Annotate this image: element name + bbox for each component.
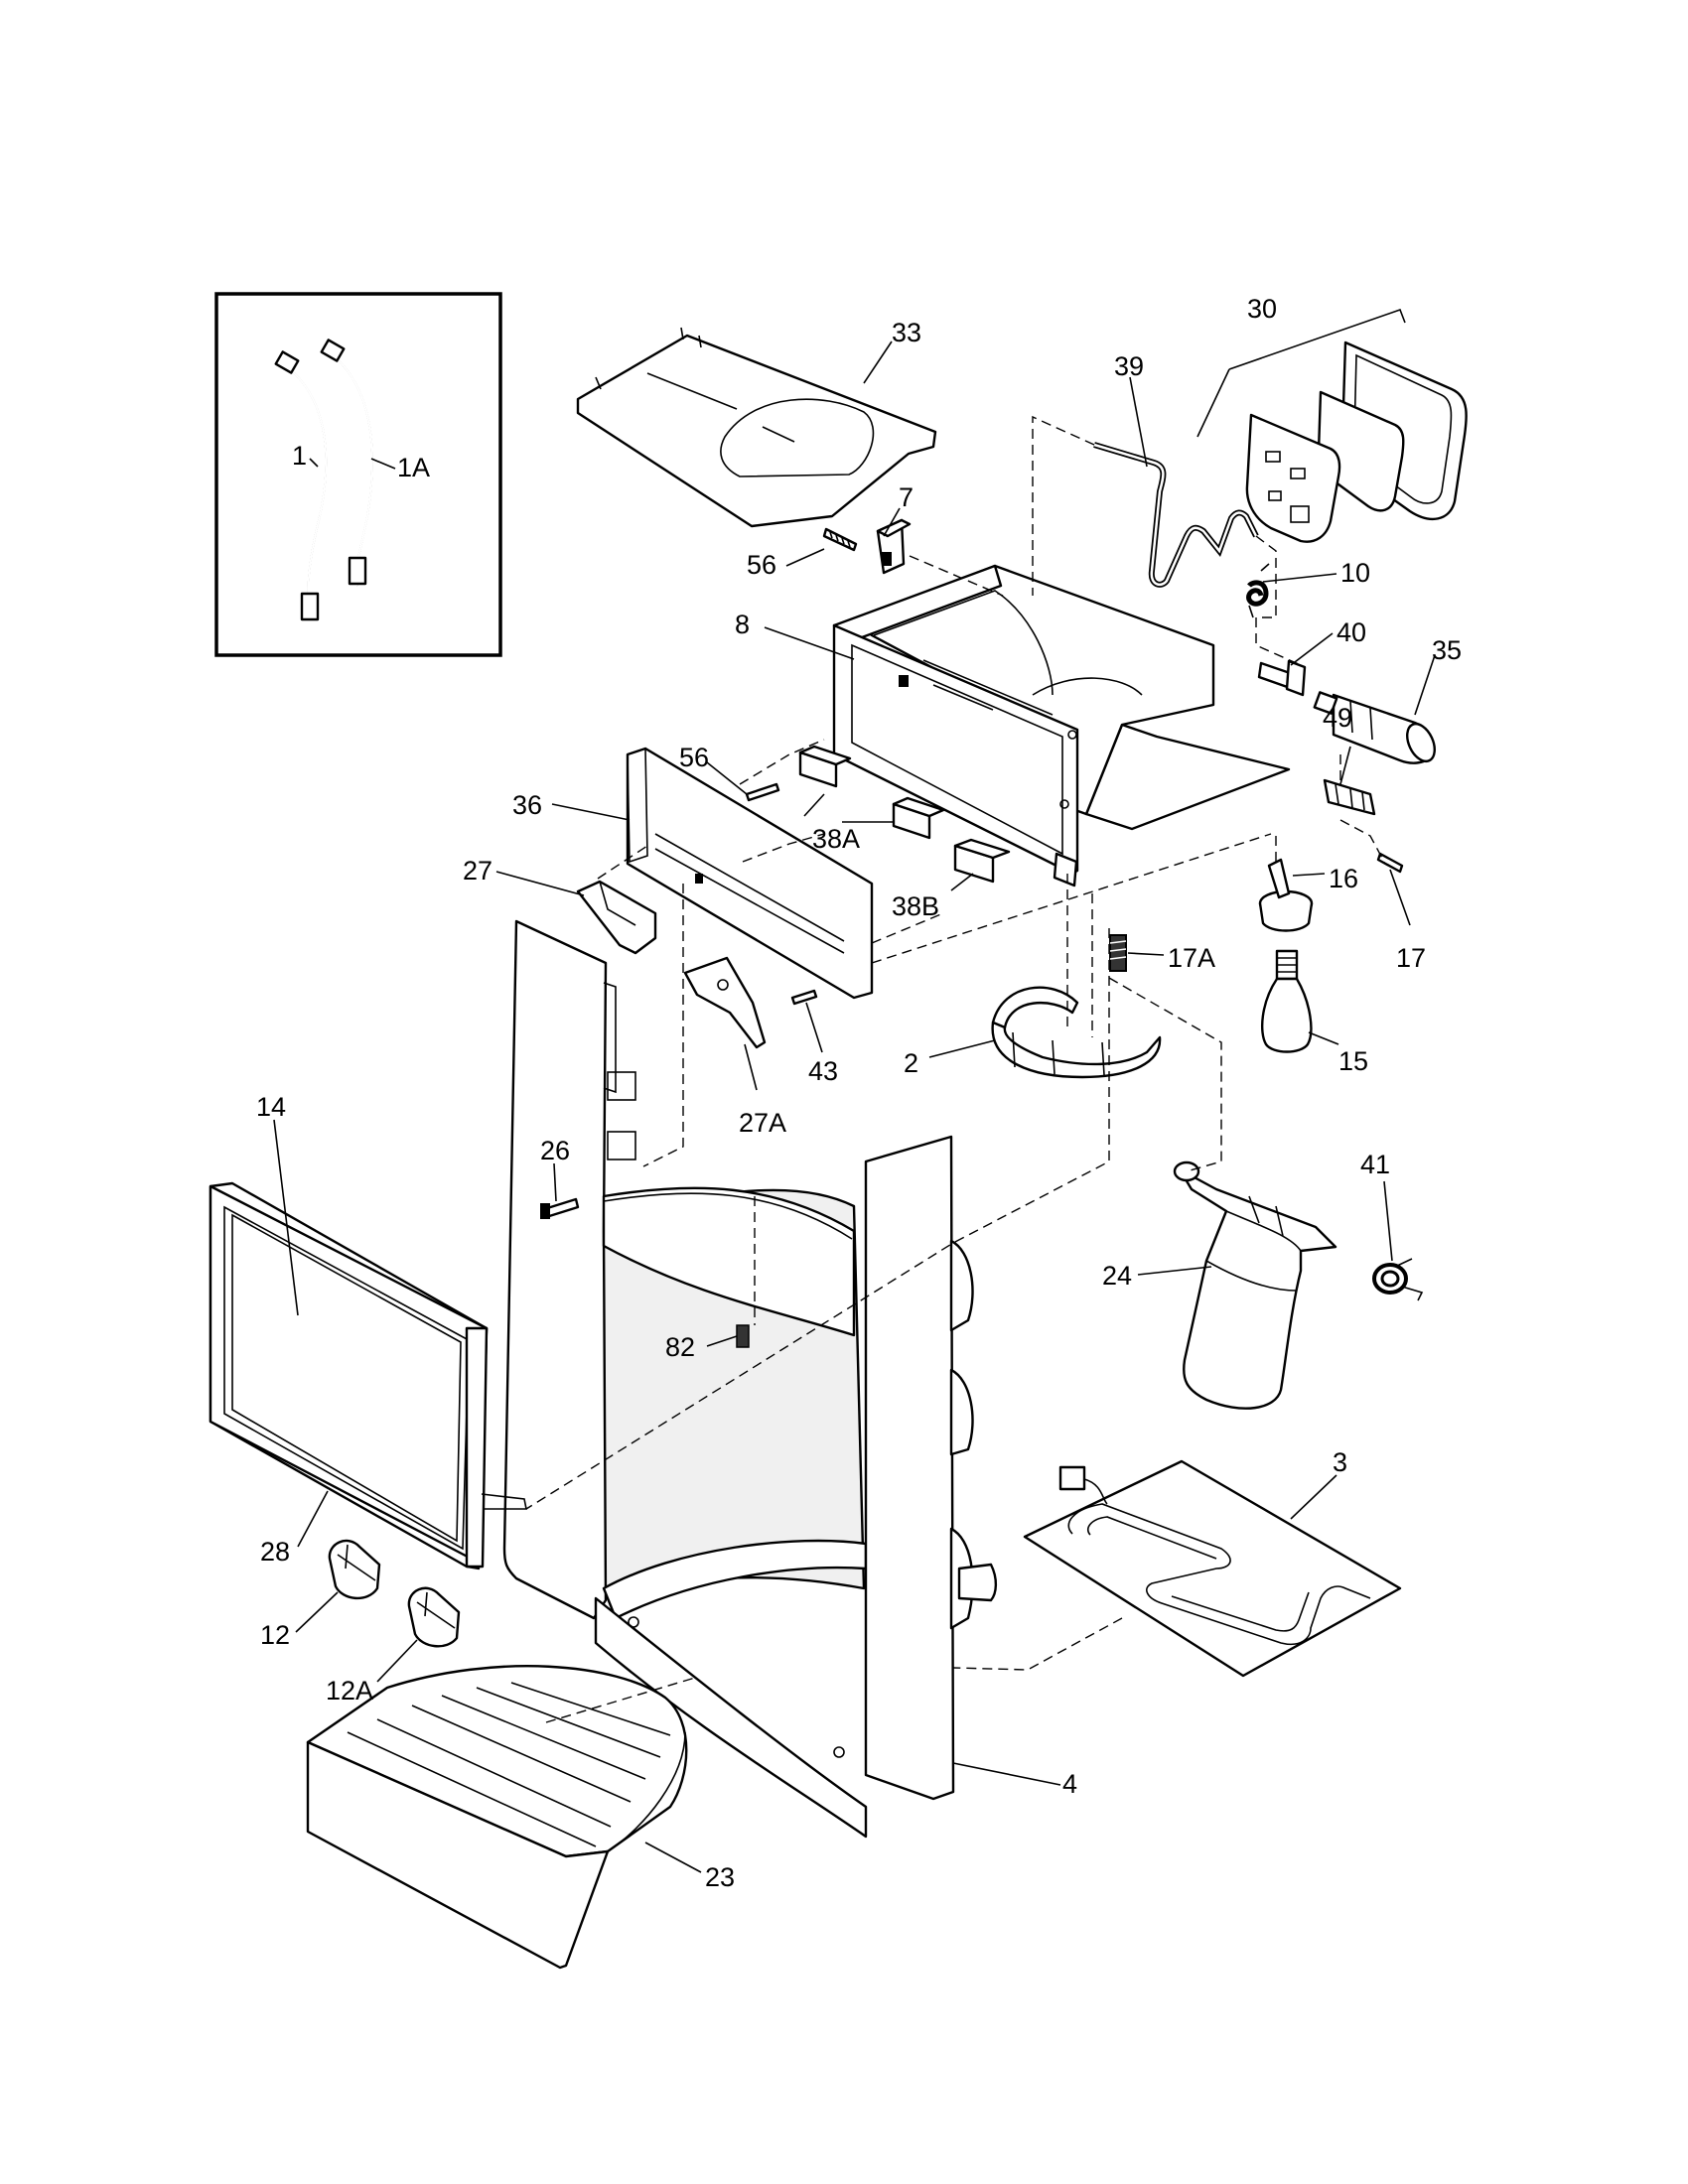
screw-56-top[interactable] <box>822 527 858 552</box>
switch-38a-1[interactable] <box>798 745 852 788</box>
screw-17[interactable] <box>1376 852 1404 874</box>
callout-27a: 27A <box>739 1108 786 1138</box>
water-tube-1a[interactable] <box>320 339 373 587</box>
callout-2: 2 <box>904 1048 918 1078</box>
callout-33: 33 <box>892 318 921 347</box>
spring-10[interactable] <box>1246 563 1270 618</box>
leader-lines <box>273 341 1436 1873</box>
door-frame-28[interactable] <box>209 1181 527 1570</box>
callout-41: 41 <box>1360 1150 1390 1179</box>
callout-12a: 12A <box>326 1676 373 1706</box>
screw-26[interactable] <box>540 1197 580 1219</box>
callout-17a: 17A <box>1168 943 1215 973</box>
door-panel-14[interactable] <box>231 1213 462 1543</box>
callout-17: 17 <box>1396 943 1426 973</box>
callout-12: 12 <box>260 1620 290 1650</box>
top-plate-33[interactable] <box>576 327 937 528</box>
lamp-socket-16[interactable] <box>1258 858 1314 932</box>
callout-15: 15 <box>1338 1046 1368 1076</box>
callout-28: 28 <box>260 1537 290 1567</box>
frame-4[interactable] <box>502 919 998 1839</box>
panel-36[interactable] <box>626 747 874 1000</box>
screw-56-mid[interactable] <box>745 782 780 802</box>
water-tube-1[interactable] <box>274 350 328 621</box>
callout-30: 30 <box>1247 294 1277 324</box>
callout-23: 23 <box>705 1862 735 1892</box>
chute-ring-2[interactable] <box>991 986 1162 1079</box>
housing-8[interactable] <box>832 564 1291 887</box>
alignment-lines <box>525 415 1386 1723</box>
callout-27: 27 <box>463 856 492 886</box>
callout-56: 56 <box>747 550 776 580</box>
callout-4: 4 <box>1062 1769 1077 1799</box>
screw-43[interactable] <box>790 989 818 1006</box>
spring-41[interactable] <box>1372 1258 1424 1301</box>
damper-assembly-30[interactable] <box>1196 308 1468 543</box>
callout-3: 3 <box>1333 1447 1347 1477</box>
callout-82: 82 <box>665 1332 695 1362</box>
callout-24: 24 <box>1102 1261 1132 1291</box>
callout-49: 49 <box>1323 703 1352 733</box>
screw-82[interactable] <box>736 1324 750 1348</box>
callout-10: 10 <box>1340 558 1370 588</box>
callout-43: 43 <box>808 1056 838 1086</box>
callout-35: 35 <box>1432 635 1462 665</box>
heater-3[interactable] <box>1023 1459 1402 1678</box>
bracket-7[interactable] <box>876 518 912 575</box>
solenoid-35[interactable] <box>1313 691 1441 765</box>
cap-12[interactable] <box>328 1539 381 1600</box>
paddle-24[interactable] <box>1173 1160 1337 1410</box>
lamp-bulb-15[interactable] <box>1260 949 1313 1053</box>
callout-36: 36 <box>512 790 542 820</box>
switch-38b[interactable] <box>953 838 1011 884</box>
switch-38a-2[interactable] <box>892 796 945 840</box>
callout-38b: 38B <box>892 891 939 921</box>
bracket-27[interactable] <box>576 880 657 955</box>
callout-1: 1 <box>292 441 307 471</box>
bracket-49[interactable] <box>1323 778 1376 816</box>
inset-box <box>214 292 502 657</box>
callout-26: 26 <box>540 1136 570 1165</box>
drip-tray-23[interactable] <box>306 1665 688 1970</box>
callout-14: 14 <box>256 1092 286 1122</box>
screw-17a[interactable] <box>1109 934 1127 972</box>
actuator-40[interactable] <box>1257 659 1307 697</box>
cap-12a[interactable] <box>407 1586 461 1648</box>
bracket-27a[interactable] <box>683 956 767 1049</box>
wire-arm-39[interactable] <box>1093 442 1259 588</box>
callout-39: 39 <box>1114 351 1144 381</box>
callout-16: 16 <box>1329 864 1358 893</box>
callout-labels: 1 1A 33 7 56 39 30 10 8 40 35 49 56 36 3… <box>256 294 1462 1892</box>
callout-1a: 1A <box>397 453 430 482</box>
callout-38a: 38A <box>812 824 860 854</box>
callout-8: 8 <box>735 610 750 639</box>
callout-7: 7 <box>899 482 914 512</box>
callout-56: 56 <box>679 743 709 772</box>
callout-40: 40 <box>1336 617 1366 647</box>
